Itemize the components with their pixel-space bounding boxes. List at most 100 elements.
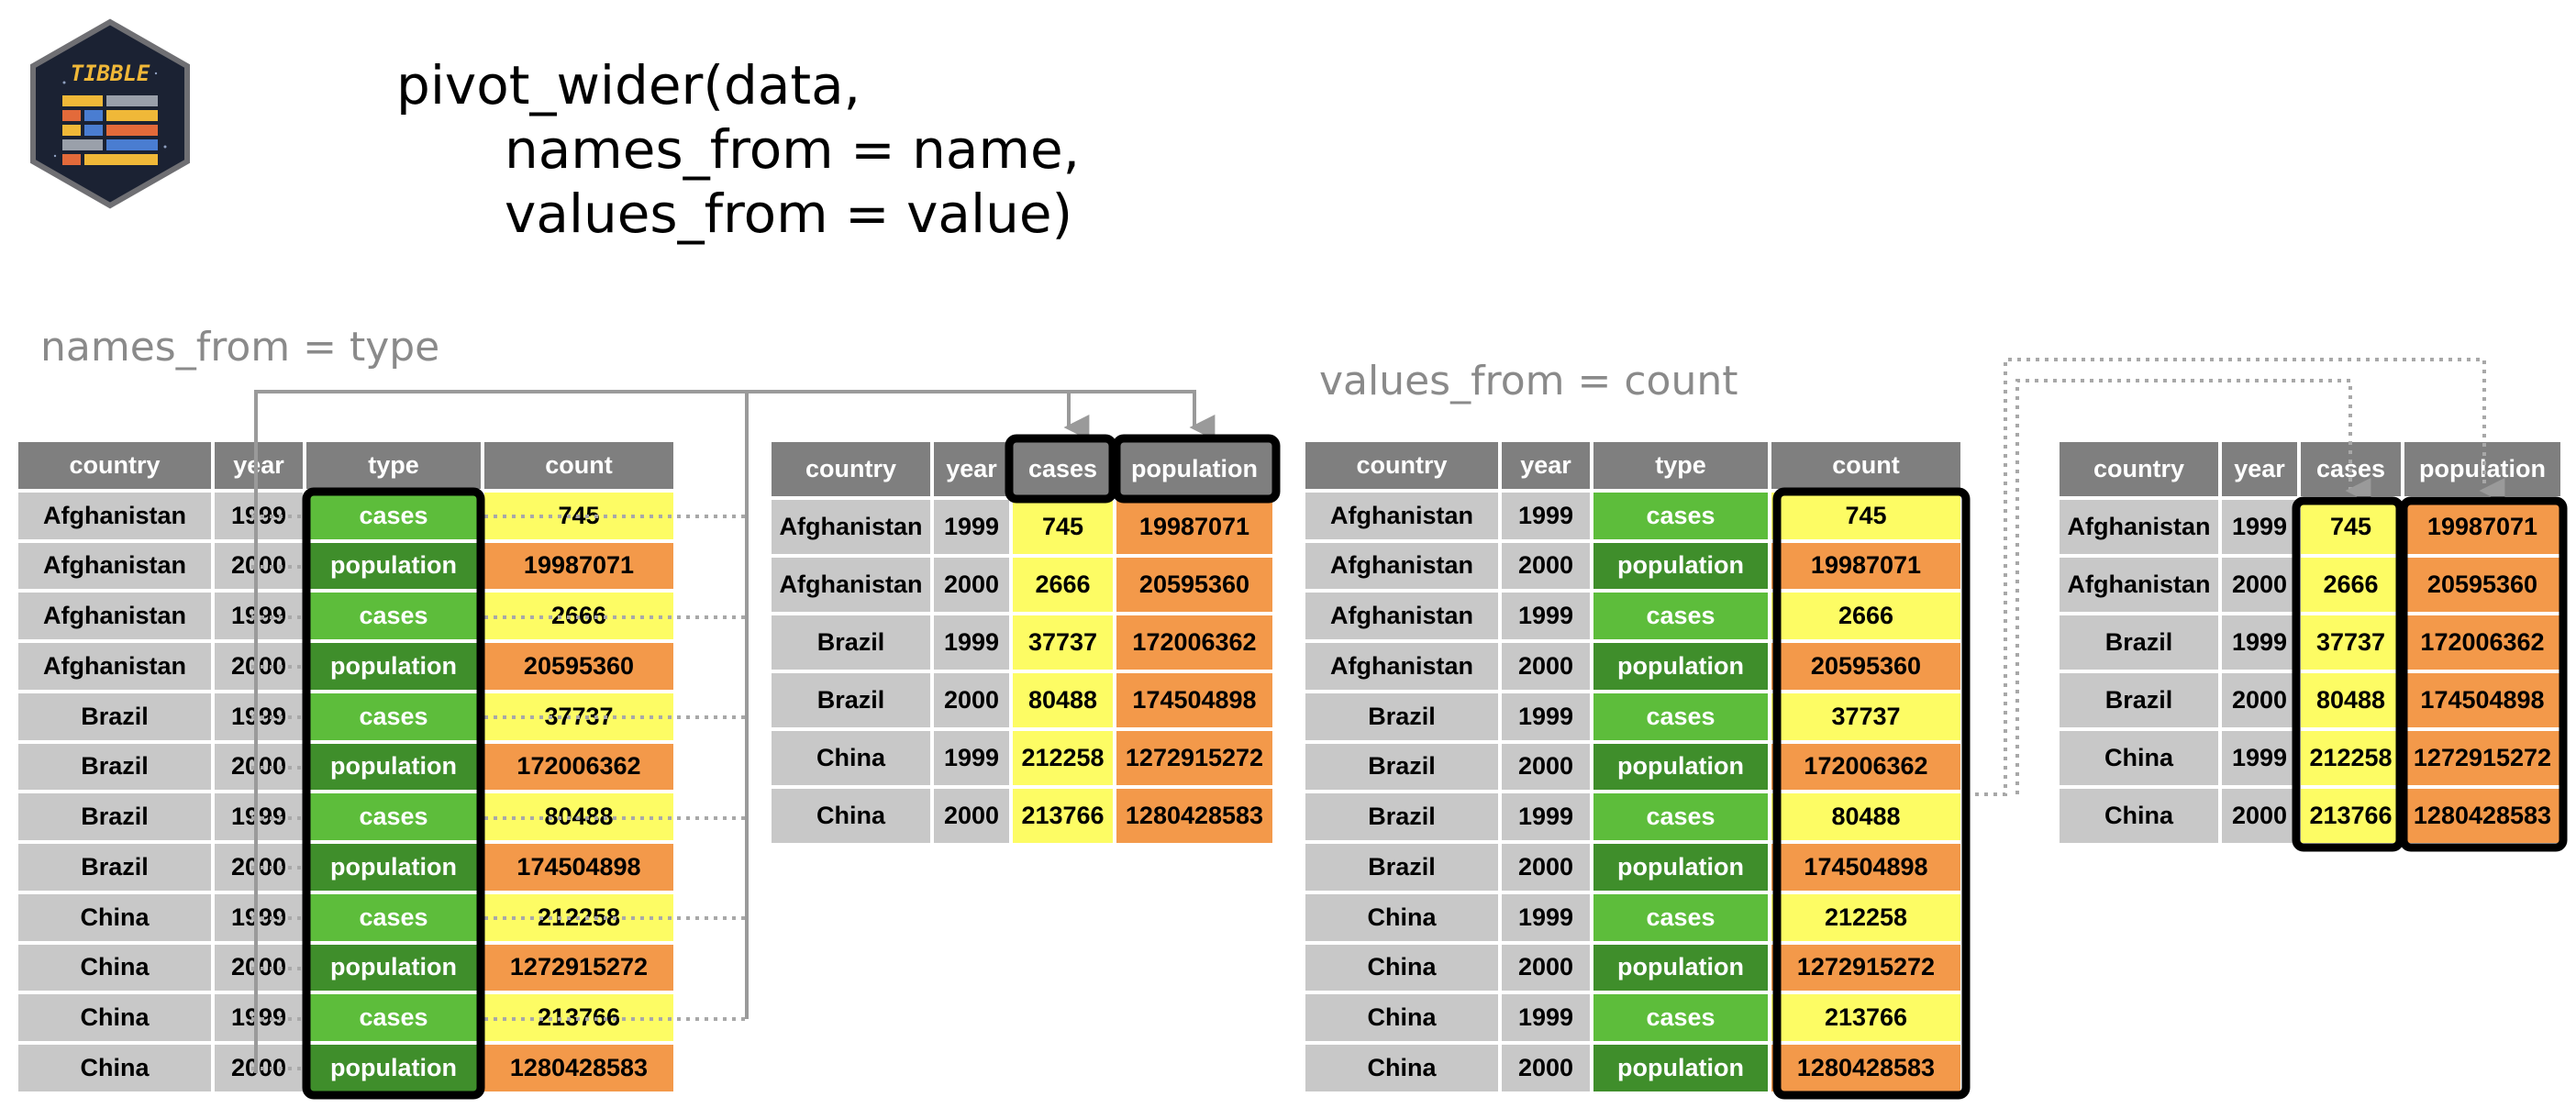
cell-country: Brazil — [17, 842, 213, 892]
cell-population: 1272915272 — [2403, 729, 2562, 787]
cell-year: 2000 — [213, 741, 305, 792]
cell-count: 1280428583 — [1770, 1043, 1962, 1093]
cell-type: cases — [305, 992, 483, 1043]
header-type: type — [1592, 440, 1770, 491]
cell-type: population — [305, 641, 483, 692]
cell-year: 1999 — [1500, 691, 1592, 742]
cell-year: 2000 — [2220, 671, 2299, 729]
cell-population: 174504898 — [2403, 671, 2562, 729]
cell-population: 1280428583 — [2403, 787, 2562, 845]
cell-country: Brazil — [1304, 792, 1500, 842]
wide-table-values-highlight: country year cases population Afghanista… — [2058, 440, 2562, 845]
header-row: country year type count — [1304, 440, 1962, 491]
cell-population: 172006362 — [1115, 614, 1274, 671]
cell-country: China — [1304, 992, 1500, 1043]
cell-cases: 212258 — [2299, 729, 2403, 787]
tibble-logo-text: TIBBLE — [71, 61, 150, 86]
cell-type: population — [1592, 641, 1770, 692]
cell-count: 213766 — [483, 992, 675, 1043]
cell-country: China — [2058, 729, 2220, 787]
cell-country: Brazil — [2058, 614, 2220, 671]
cell-count: 37737 — [1770, 691, 1962, 742]
cell-year: 1999 — [213, 892, 305, 943]
cell-type: population — [1592, 942, 1770, 993]
cell-count: 2666 — [483, 591, 675, 641]
cell-cases: 213766 — [2299, 787, 2403, 845]
cell-count: 37737 — [483, 691, 675, 742]
code-line-3: values_from = value) — [505, 183, 1073, 245]
cell-country: Afghanistan — [17, 490, 213, 541]
cell-country: Afghanistan — [2058, 498, 2220, 556]
cell-count: 19987071 — [483, 540, 675, 592]
header-year: year — [2220, 440, 2299, 498]
cell-type: population — [305, 540, 483, 592]
cell-cases: 213766 — [1011, 787, 1115, 845]
cell-count: 2666 — [1770, 591, 1962, 641]
cell-country: China — [1304, 1043, 1500, 1093]
cell-type: population — [305, 741, 483, 792]
tibble-logo: TIBBLE — [30, 18, 190, 209]
cell-country: China — [17, 992, 213, 1043]
cell-year: 1999 — [2220, 614, 2299, 671]
cell-cases: 2666 — [1011, 556, 1115, 614]
cell-count: 172006362 — [1770, 741, 1962, 792]
cell-country: Brazil — [17, 691, 213, 742]
cell-count: 745 — [483, 490, 675, 541]
header-count: count — [483, 440, 675, 491]
cell-year: 2000 — [2220, 787, 2299, 845]
cell-population: 172006362 — [2403, 614, 2562, 671]
cell-year: 2000 — [1500, 842, 1592, 892]
cell-type: population — [305, 842, 483, 892]
cell-country: Brazil — [1304, 842, 1500, 892]
cell-year: 2000 — [932, 556, 1011, 614]
cell-cases: 2666 — [2299, 556, 2403, 614]
cell-year: 2000 — [213, 942, 305, 993]
cell-year: 1999 — [1500, 992, 1592, 1043]
cell-year: 2000 — [213, 540, 305, 592]
cell-type: cases — [1592, 992, 1770, 1043]
cell-cases: 745 — [2299, 498, 2403, 556]
cell-year: 1999 — [1500, 591, 1592, 641]
cell-country: Brazil — [770, 671, 932, 729]
wide-table-header-highlight: country year cases population Afghanista… — [770, 440, 1274, 845]
cell-count: 80488 — [1770, 792, 1962, 842]
cell-cases: 745 — [1011, 498, 1115, 556]
cell-type: population — [1592, 540, 1770, 592]
cell-count: 80488 — [483, 792, 675, 842]
cell-year: 1999 — [213, 691, 305, 742]
cell-country: Brazil — [1304, 691, 1500, 742]
cell-year: 1999 — [213, 992, 305, 1043]
cell-year: 1999 — [1500, 892, 1592, 943]
cell-country: Afghanistan — [1304, 490, 1500, 541]
cell-country: China — [770, 787, 932, 845]
header-population: population — [2403, 440, 2562, 498]
cell-count: 1280428583 — [483, 1043, 675, 1093]
cell-population: 1272915272 — [1115, 729, 1274, 787]
header-year: year — [932, 440, 1011, 498]
cell-country: Afghanistan — [1304, 540, 1500, 592]
cell-count: 212258 — [483, 892, 675, 943]
cell-population: 20595360 — [2403, 556, 2562, 614]
cell-year: 1999 — [213, 591, 305, 641]
cell-population: 19987071 — [1115, 498, 1274, 556]
header-year: year — [1500, 440, 1592, 491]
cell-country: Afghanistan — [17, 641, 213, 692]
